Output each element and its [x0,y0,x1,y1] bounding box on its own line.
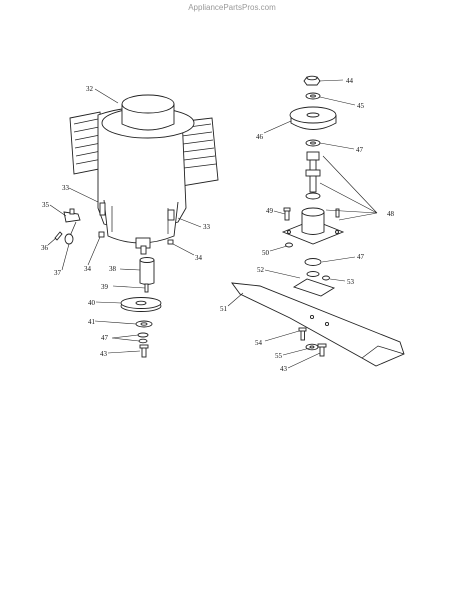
label-45: 45 [357,102,365,110]
label-52: 52 [257,266,265,274]
label-47-right: 47 [357,253,365,261]
label-53: 53 [347,278,355,286]
label-34-right: 34 [195,254,203,262]
part-labels: 32 33 33 35 36 37 34 34 38 39 40 41 47 4… [41,77,395,373]
label-54: 54 [255,339,263,347]
label-47-top: 47 [356,146,364,154]
label-50: 50 [262,249,270,257]
label-49: 49 [266,207,274,215]
leader-lines [47,79,378,369]
label-47-left: 47 [101,334,109,342]
left-parts-stack [54,208,174,358]
label-44: 44 [346,77,354,85]
right-parts-stack [231,75,405,367]
label-39: 39 [101,283,109,291]
label-51: 51 [220,305,228,313]
engine [69,94,219,255]
label-34-left: 34 [84,265,92,273]
label-33-right: 33 [203,223,211,231]
label-46: 46 [256,133,264,141]
label-37: 37 [54,269,62,277]
label-55: 55 [275,352,283,360]
label-35: 35 [42,201,50,209]
label-43-left: 43 [100,350,108,358]
label-40: 40 [88,299,96,307]
label-43-right: 43 [280,365,288,373]
label-32: 32 [86,85,94,93]
label-48: 48 [387,210,395,218]
label-38: 38 [109,265,117,273]
label-36: 36 [41,244,49,252]
label-41: 41 [88,318,96,326]
site-watermark: AppliancePartsPros.com [188,3,276,12]
label-33-left: 33 [62,184,70,192]
